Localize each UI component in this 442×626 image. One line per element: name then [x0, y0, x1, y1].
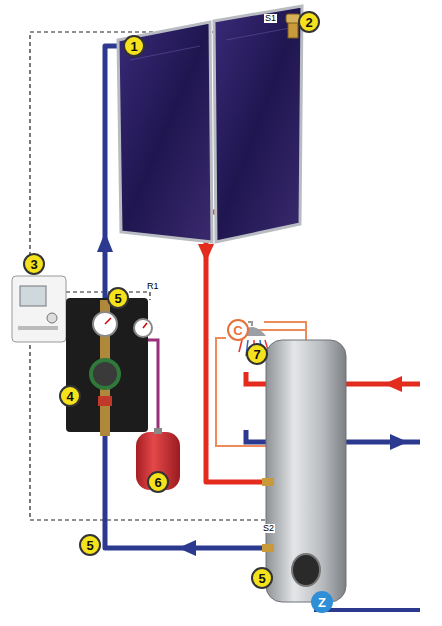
- callout-circle: 6: [147, 471, 169, 493]
- callout-number: 5: [86, 539, 93, 552]
- callout-number: C: [233, 324, 242, 337]
- callout-circle: 3: [23, 253, 45, 275]
- callout-circle: 7: [246, 343, 268, 365]
- solar-controller: [12, 276, 66, 342]
- callout-circle: 2: [298, 11, 320, 33]
- callout-circle: 5: [251, 567, 273, 589]
- flow-arrow: [178, 540, 196, 556]
- pump-station: [66, 298, 152, 436]
- callout-circle: 5: [107, 287, 129, 309]
- callout-number: 6: [154, 476, 161, 489]
- solar-collector: [118, 6, 302, 242]
- flow-arrow: [198, 244, 214, 262]
- callout-number: Z: [318, 596, 326, 609]
- expansion-pipe: [148, 340, 158, 432]
- callout-number: 1: [130, 40, 137, 53]
- callout-circle: 4: [59, 385, 81, 407]
- callout-number: 4: [66, 390, 73, 403]
- callout-number: 5: [258, 572, 265, 585]
- callout-number: 5: [114, 292, 121, 305]
- sensor-label: S1: [264, 14, 277, 23]
- callout-circle: 5: [79, 534, 101, 556]
- callout-circle: 1: [123, 35, 145, 57]
- hot-water-line: [264, 322, 306, 330]
- sensor-label: S2: [262, 524, 275, 533]
- callout-number: 7: [253, 348, 260, 361]
- storage-tank: [262, 340, 346, 602]
- callout-circle: C: [227, 319, 249, 341]
- callout-circle: Z: [311, 591, 333, 613]
- flow-arrow: [384, 376, 402, 392]
- sensor-label: R1: [146, 282, 160, 291]
- expansion-vessel: [136, 428, 180, 490]
- flow-arrow: [390, 434, 408, 450]
- callout-number: 2: [305, 16, 312, 29]
- flow-arrow: [97, 232, 113, 252]
- callout-number: 3: [30, 258, 37, 271]
